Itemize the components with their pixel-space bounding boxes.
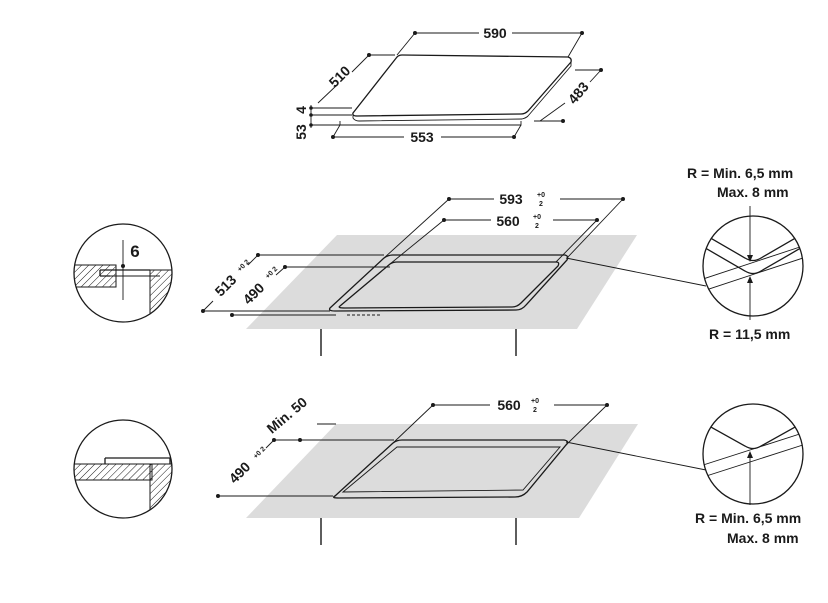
dim-width-590: 590	[483, 25, 507, 41]
svg-text:+0 2: +0 2	[264, 266, 279, 281]
dim-inner-560: 560	[496, 213, 520, 229]
dim-rebate-6: 6	[130, 242, 139, 261]
cutout-standard-mount: 560 +0 2 Min. 50 490 +0 2	[216, 394, 638, 545]
dim-outer-513: 513	[212, 271, 240, 299]
radius-inner: R = 11,5 mm	[709, 326, 790, 342]
svg-text:2: 2	[539, 201, 543, 208]
inner-cutout	[338, 261, 560, 309]
detail-corner-radius-b: R = Min. 6,5 mm Max. 8 mm	[565, 403, 804, 546]
radius-b-line1: R = Min. 6,5 mm	[695, 510, 801, 526]
worktop-a	[246, 235, 637, 329]
dim-body-53: 53	[293, 124, 309, 140]
dim-outer-593: 593	[499, 191, 523, 207]
worktop-b	[246, 424, 638, 518]
dim-inner-490: 490	[240, 279, 268, 307]
dim-width-560: 560	[497, 397, 521, 413]
svg-text:2: 2	[535, 223, 539, 230]
svg-text:+0: +0	[537, 192, 545, 199]
svg-text:+0 2: +0 2	[252, 446, 267, 461]
svg-text:2: 2	[533, 407, 537, 414]
hob-perspective: 590 510 4 53 553 483	[293, 25, 603, 145]
detail-rebate-section: 6	[73, 223, 173, 323]
hob-glass-top	[352, 54, 572, 117]
cutout-flush-mount: 593 +0 2 560 +0 2 513 +0 2 490 +0 2	[201, 191, 637, 356]
radius-outer-line1: R = Min. 6,5 mm	[687, 165, 793, 181]
rebate-outline	[328, 254, 569, 312]
svg-text:+0 2: +0 2	[236, 259, 251, 274]
dim-depth-483: 483	[565, 79, 592, 107]
dim-bottom-553: 553	[410, 129, 434, 145]
detail-corner-radius-a: R = Min. 6,5 mm Max. 8 mm R = 11,5 mm	[565, 165, 804, 342]
dim-depth-490: 490	[226, 458, 254, 486]
dim-glass-4: 4	[293, 106, 309, 114]
svg-text:+0: +0	[533, 214, 541, 221]
detail-surface-section	[73, 419, 173, 519]
radius-b-line2: Max. 8 mm	[727, 530, 799, 546]
svg-text:+0: +0	[531, 398, 539, 405]
dim-min-50: Min. 50	[263, 394, 310, 437]
radius-outer-line2: Max. 8 mm	[717, 184, 789, 200]
dim-depth-510: 510	[326, 62, 354, 90]
